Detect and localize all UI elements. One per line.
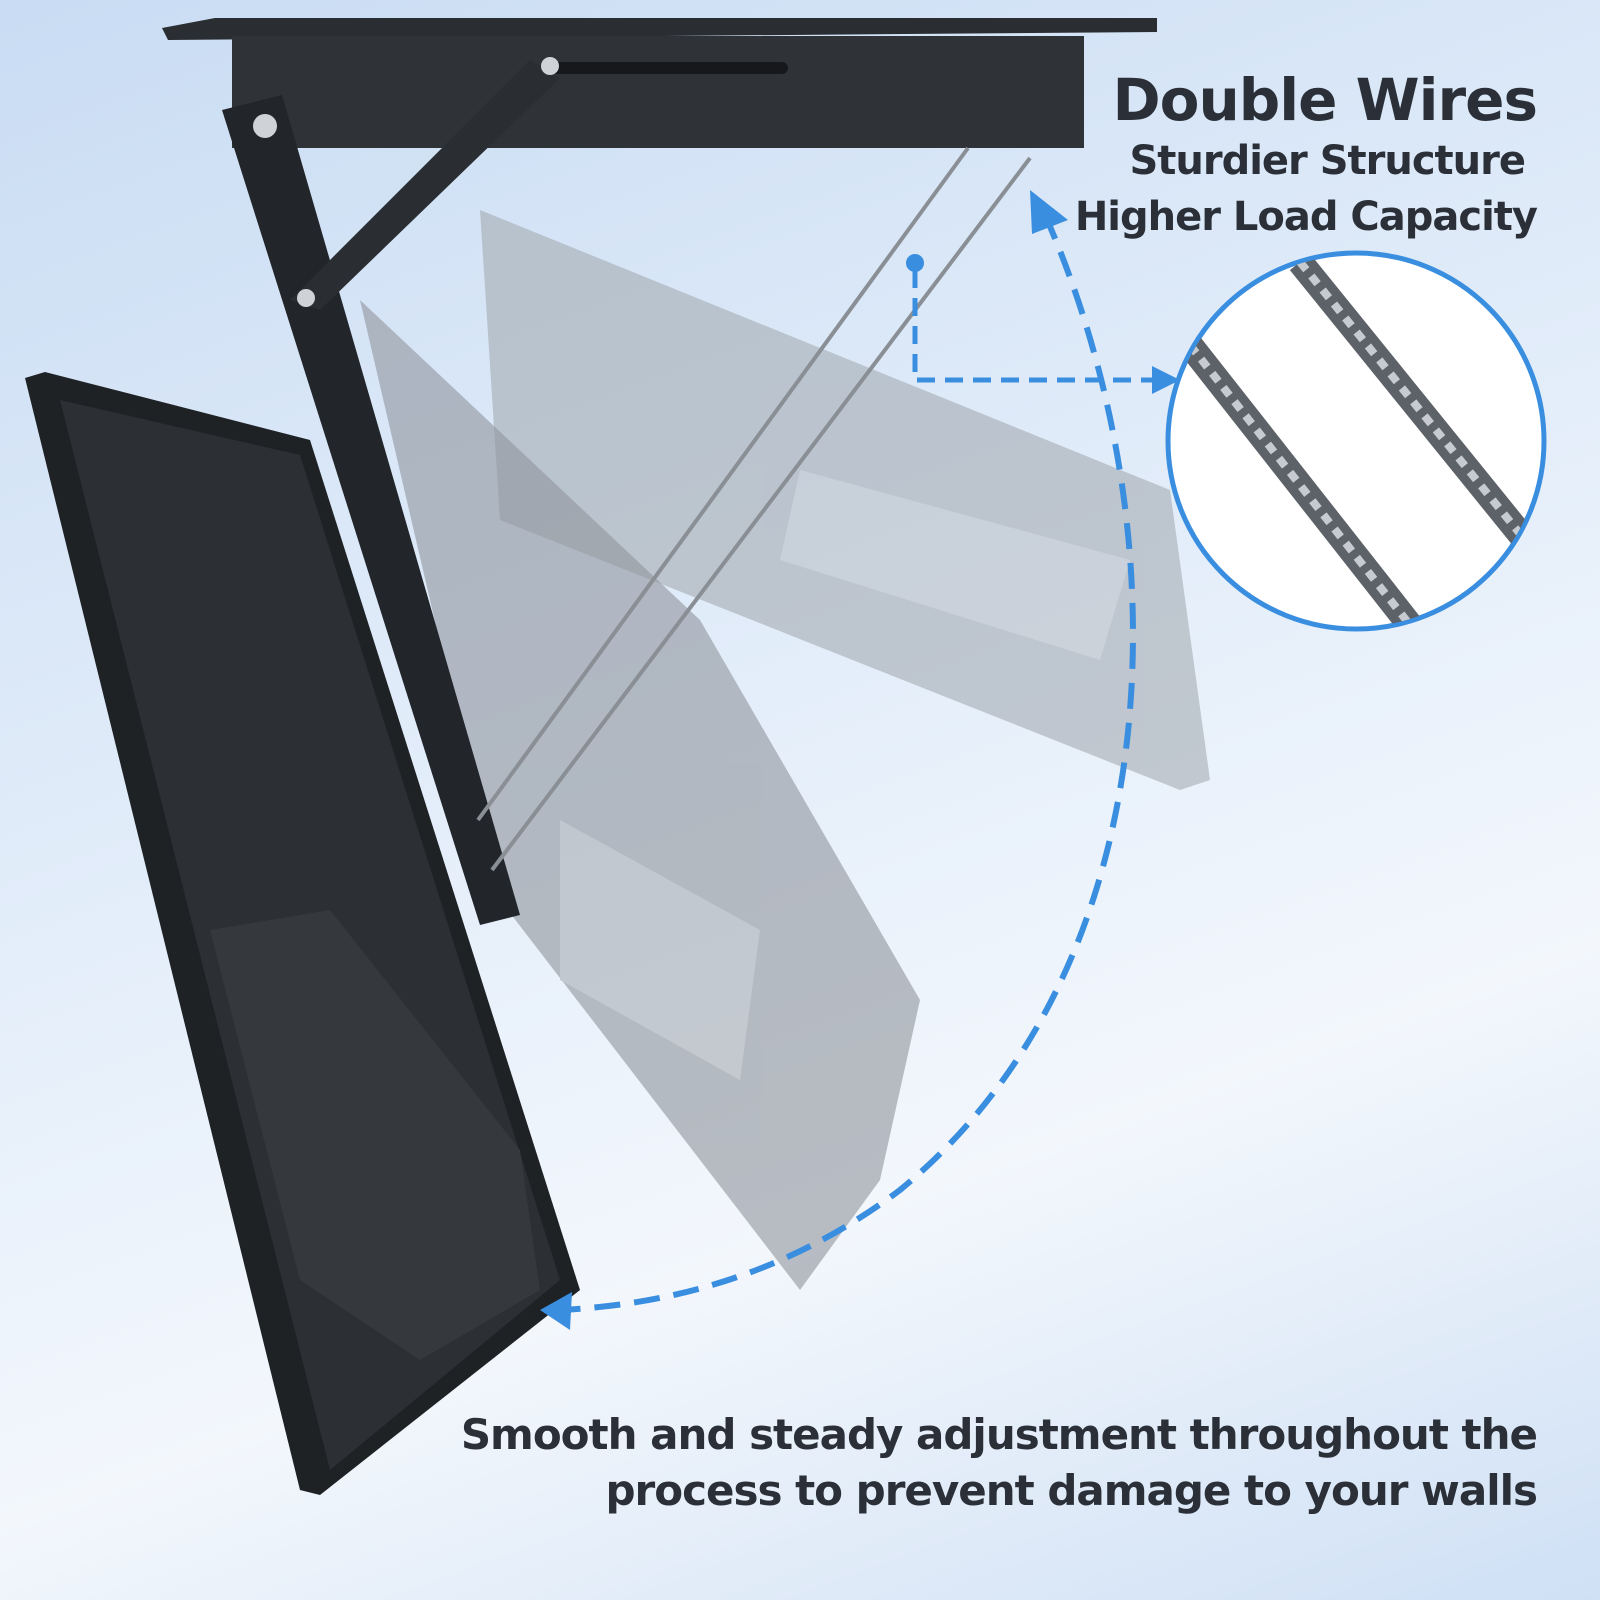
mount-arm bbox=[222, 95, 520, 925]
steel-wires bbox=[476, 146, 1032, 872]
bracket-box bbox=[232, 36, 1084, 148]
callout-line bbox=[912, 270, 1158, 383]
rotation-arc bbox=[559, 213, 1136, 1313]
headline-line-1: Sturdier Structure bbox=[1129, 138, 1526, 184]
caption-line-1: Smooth and steady adjustment throughout … bbox=[460, 1410, 1538, 1459]
brace-arm bbox=[290, 60, 560, 310]
caption-line-2: process to prevent damage to your walls bbox=[605, 1466, 1538, 1515]
headline-line-2: Higher Load Capacity bbox=[1074, 194, 1538, 240]
arrow-left-icon bbox=[540, 1292, 572, 1330]
ghost-tv-upper bbox=[480, 210, 1210, 790]
headline-title: Double Wires bbox=[1112, 66, 1538, 134]
arrow-up-icon bbox=[1030, 190, 1068, 234]
ghost-tv-lower bbox=[360, 300, 920, 1290]
ceiling-plate bbox=[162, 18, 1157, 40]
wire-detail-magnifier bbox=[1165, 250, 1547, 632]
